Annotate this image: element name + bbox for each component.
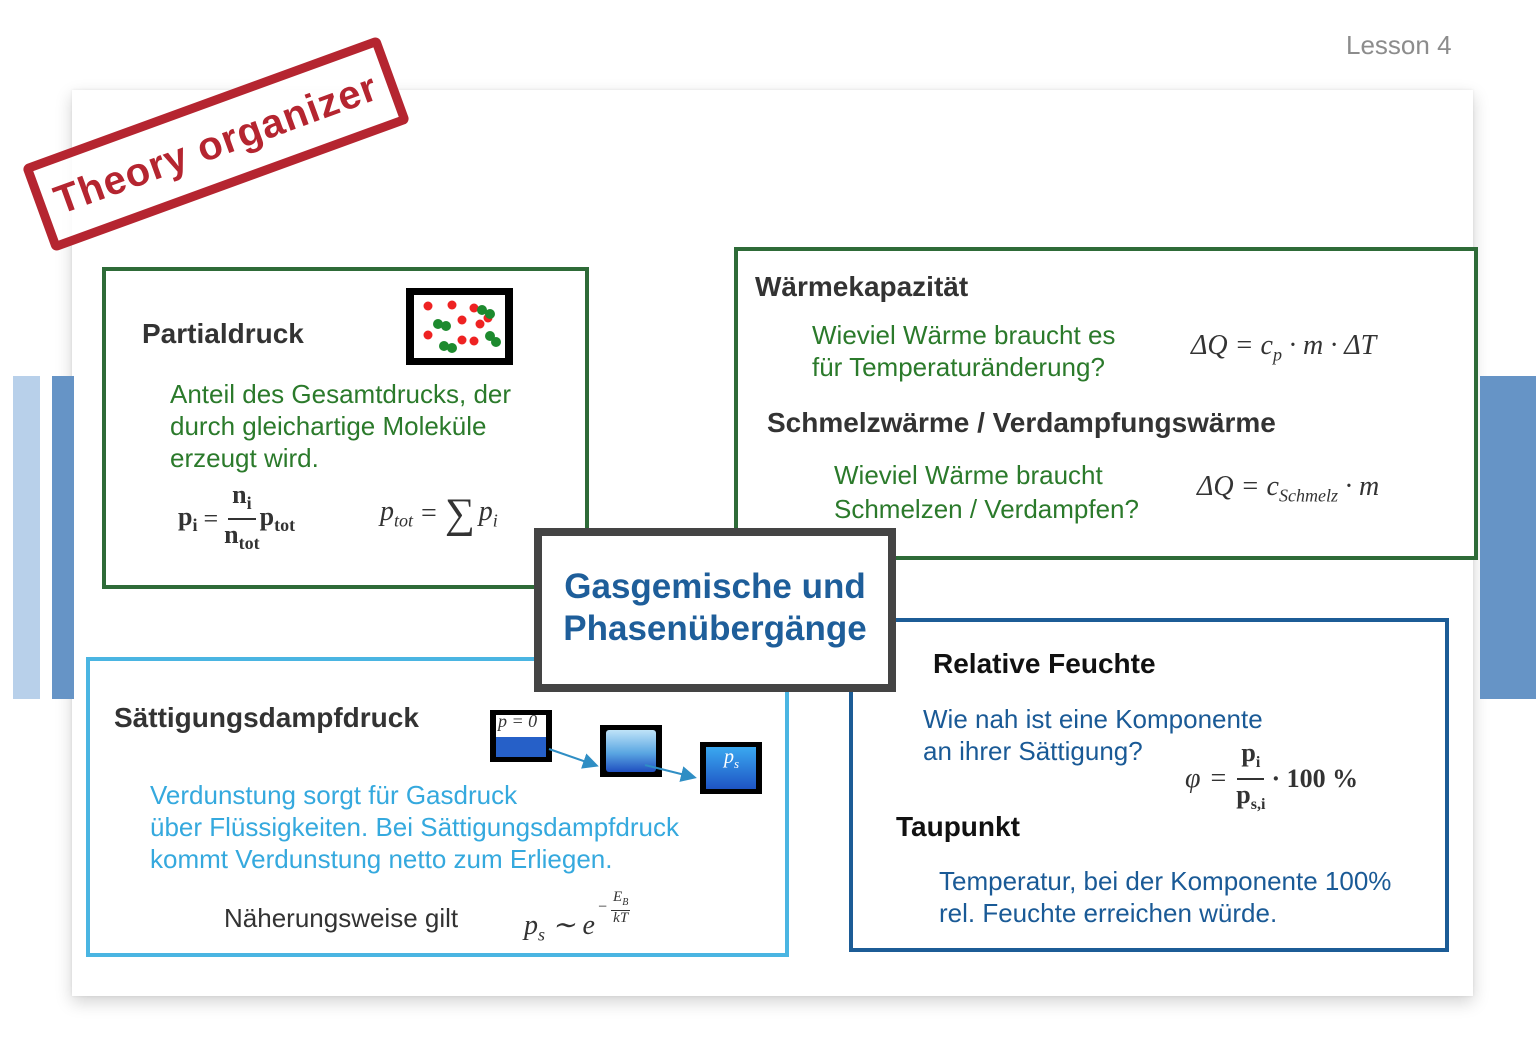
container-empty-icon [490,710,552,762]
center-title: Gasgemische und Phasenübergänge [563,567,867,648]
saettigung-exponent: − EB kT [598,889,631,926]
partialdruck-title: Partialdruck [142,318,304,349]
feuchte-question: Wie nah ist eine Komponente an ihrer Sät… [923,704,1263,766]
partialdruck-sum-formula: ptot = ∑ pi [380,491,498,537]
right-bar [1480,376,1536,699]
saettigung-formula: ps ∼ e [524,910,595,945]
taupunkt-title: Taupunkt [896,811,1020,842]
waerme-question: Wieviel Wärme braucht es für Temperaturä… [812,320,1116,382]
saettigung-box [86,657,789,957]
left-light-bar [13,376,40,699]
feuchte-box [849,618,1449,952]
sum-icon: ∑ [444,491,475,537]
container-empty-label: p = 0 [498,711,538,731]
schmelz-formula: ΔQ = cSchmelz · m [1197,471,1380,506]
center-title-box [534,528,896,692]
container-evaporating-icon [600,725,662,777]
schmelz-question: Wieviel Wärme braucht Schmelzen / Verdam… [834,460,1139,524]
lesson-label: Lesson 4 [1346,30,1452,60]
molecules-icon [406,288,513,365]
left-bar [52,376,74,699]
partialdruck-formula: pi = ni ntot ptot [178,480,296,554]
saettigung-text: Verdunstung sorgt für Gasdruck über Flüs… [150,780,679,874]
taupunkt-text: Temperatur, bei der Komponente 100% rel.… [939,866,1392,928]
container-saturated-icon [700,742,762,794]
feuchte-title: Relative Feuchte [933,648,1156,679]
schmelz-title: Schmelzwärme / Verdampfungswärme [767,407,1276,438]
waerme-box [734,247,1478,560]
partialdruck-text: Anteil des Gesamtdrucks, der durch gleic… [170,379,512,473]
container-saturated-label: ps [724,746,740,771]
waerme-formula: ΔQ = cp · m · ΔT [1191,330,1377,365]
arrows-icon [545,745,705,785]
saettigung-title: Sättigungsdampfdruck [114,702,419,733]
feuchte-formula: φ = pi ps,i · 100 % [1185,738,1359,814]
approx-label: Näherungsweise gilt [224,903,459,933]
waerme-title: Wärmekapazität [755,271,969,302]
